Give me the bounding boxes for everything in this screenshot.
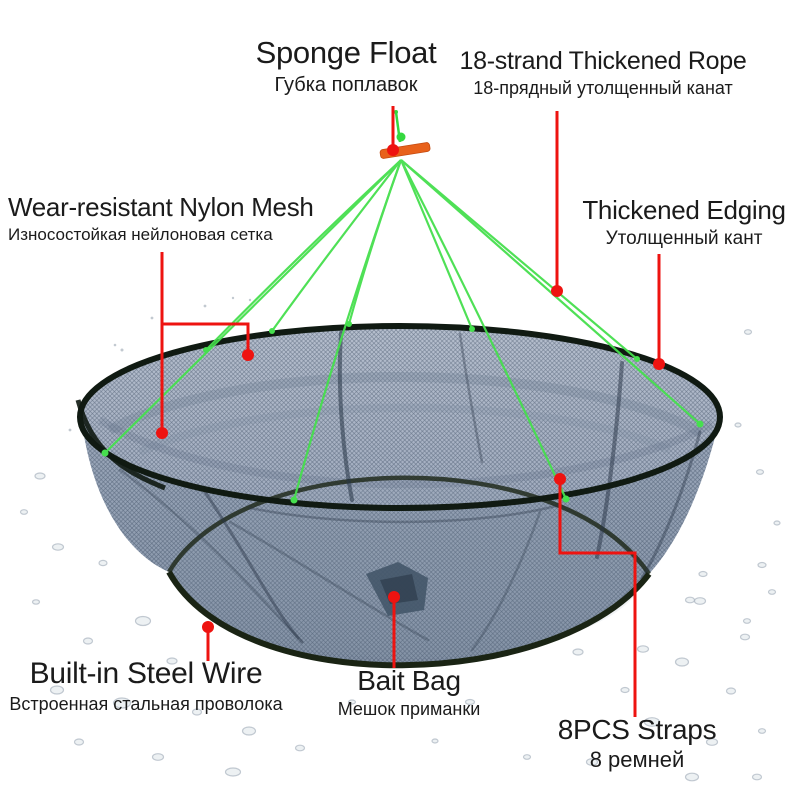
mesh-opening [80, 326, 720, 658]
label-rope-ru: 18-прядный утолщенный канат [473, 78, 733, 98]
label-rope-en: 18-strand Thickened Rope [459, 47, 747, 75]
rope-knots [101, 321, 704, 504]
rope-strap [399, 159, 474, 330]
mesh-creases [118, 331, 702, 652]
rope-strap [400, 159, 567, 500]
label-edging-ru: Утолщенный кант [605, 228, 763, 250]
label-straps-ru: 8 ремней [589, 747, 685, 773]
label-bait-bag-en: Bait Bag [357, 665, 461, 696]
label-mesh-ru: Износостойкая нейлоновая сетка [8, 225, 273, 245]
label-rope: 18-strand Thickened Rope 18-прядный утол… [460, 47, 747, 98]
label-straps-en: 8PCS Straps [557, 714, 717, 745]
label-edging: Thickened Edging Утолщенный кант [582, 195, 786, 250]
label-bait-bag: Bait Bag Мешок приманки [338, 665, 481, 720]
callout-dot-mesh-2 [242, 349, 254, 361]
cord-tip [394, 110, 398, 114]
label-sponge-float: Sponge Float Губка поплавок [255, 35, 437, 96]
rope-strap [104, 159, 402, 454]
callout-line-straps [558, 479, 637, 717]
mesh-wall [80, 402, 719, 666]
rope-strap [347, 159, 403, 325]
float-knot [396, 132, 406, 142]
label-steel-wire-ru: Встроенная стальная проволока [9, 693, 283, 714]
label-steel-wire-en: Built-in Steel Wire [29, 657, 263, 690]
lower-ring [167, 475, 651, 576]
water-droplets [19, 296, 781, 782]
label-steel-wire: Built-in Steel Wire Встроенная стальная … [9, 657, 282, 714]
thickened-edging-rim [75, 323, 723, 511]
callout-line-mesh [160, 252, 250, 432]
label-sponge-float-en: Sponge Float [255, 35, 437, 70]
callout-dot-straps [554, 473, 566, 485]
callout-dot-mesh-1 [156, 427, 168, 439]
rope-strap [205, 159, 402, 351]
callout-dot-sponge-float [387, 144, 399, 156]
leader-dots [156, 144, 665, 633]
callout-dot-edging [653, 358, 665, 370]
suspension-ropes [104, 159, 701, 501]
callout-dot-rope [551, 285, 563, 297]
label-edging-en: Thickened Edging [582, 195, 786, 225]
label-straps: 8PCS Straps 8 ремней [558, 714, 717, 773]
label-mesh: Wear-resistant Nylon Mesh Износостойкая … [8, 192, 314, 245]
rope-strap [271, 159, 402, 332]
steel-wire-ring-front [166, 570, 652, 669]
callout-dot-bait-bag [388, 591, 400, 603]
callout-dot-steel-wire [202, 621, 214, 633]
label-sponge-float-ru: Губка поплавок [274, 73, 418, 96]
leader-lines [160, 106, 661, 717]
label-mesh-en: Wear-resistant Nylon Mesh [8, 192, 314, 222]
label-bait-bag-ru: Мешок приманки [337, 699, 481, 720]
